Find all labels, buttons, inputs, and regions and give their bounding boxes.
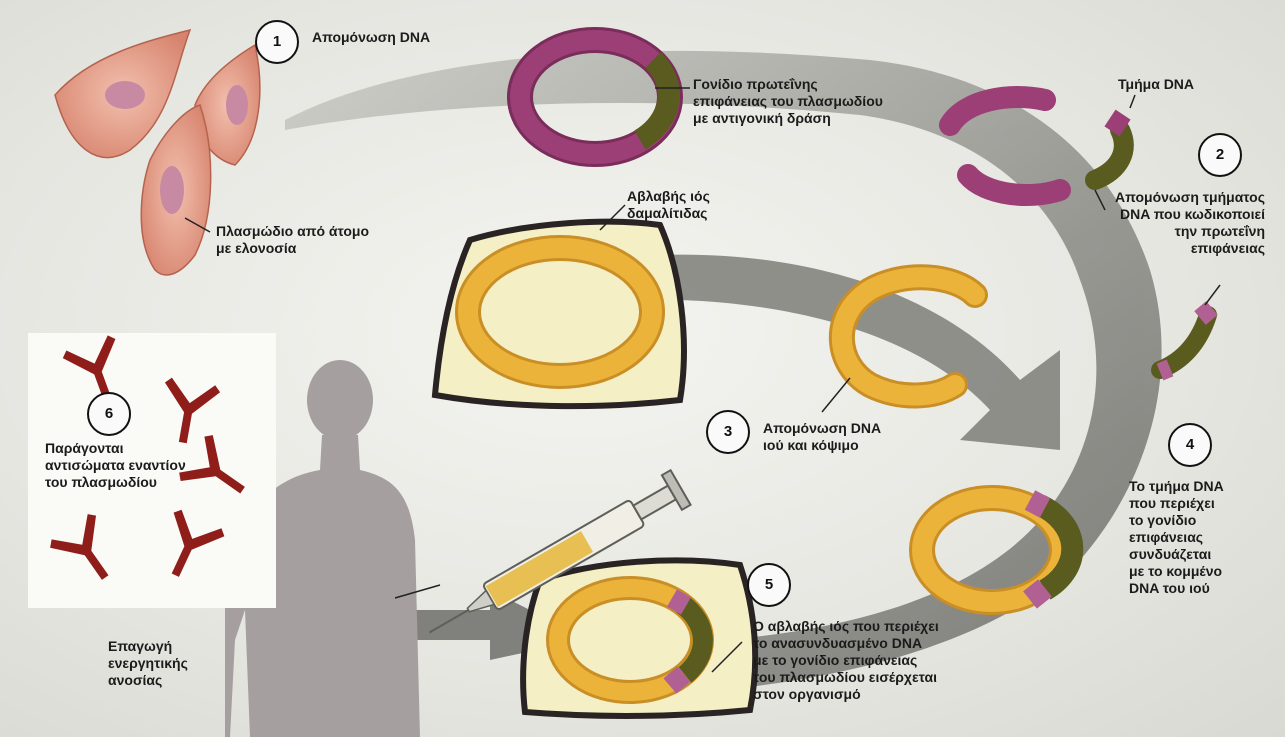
fragment-leader-line — [1130, 95, 1135, 108]
step-4-label: Το τμήμα DNA που περιέχει το γονίδιο επι… — [1129, 478, 1224, 597]
step-2-badge: 2 — [1198, 133, 1242, 177]
dna-segment-label: Τμήμα DNA — [1118, 76, 1194, 93]
step-5-label: Ο αβλαβής ιός που περιέχει το ανασυνδυασ… — [753, 618, 939, 703]
isolated-gene — [1160, 308, 1212, 372]
active-immunity-label: Επαγωγή ενεργητικής ανοσίας — [108, 638, 188, 689]
isolated-gene-leader-line — [1205, 285, 1220, 305]
virus-cell-top — [435, 222, 684, 406]
step-1-badge: 1 — [255, 20, 299, 64]
harmless-virus-label: Αβλαβής ιός δαμαλίτιδας — [627, 188, 710, 222]
step-1-label: Απομόνωση DNA — [312, 29, 430, 46]
cut-dna-leader-line — [822, 378, 850, 412]
step-6-label: Παράγονται αντισώματα εναντίον του πλασμ… — [45, 440, 186, 491]
surface-gene-label: Γονίδιο πρωτεΐνης επιφάνειας του πλασμωδ… — [693, 76, 883, 127]
step-3-label: Απομόνωση DNA ιού και κόψιμο — [763, 420, 881, 454]
virus-cell-bottom — [523, 560, 755, 715]
plasmodium-label: Πλασμώδιο από άτομο με ελονοσία — [216, 223, 369, 257]
step-6-badge: 6 — [87, 392, 131, 436]
step-3-badge: 3 — [706, 410, 750, 454]
step-4-badge: 4 — [1168, 423, 1212, 467]
step-2-label: Απομόνωση τμήματος DNA που κωδικοποιεί τ… — [1115, 189, 1265, 257]
step-5-badge: 5 — [747, 563, 791, 607]
